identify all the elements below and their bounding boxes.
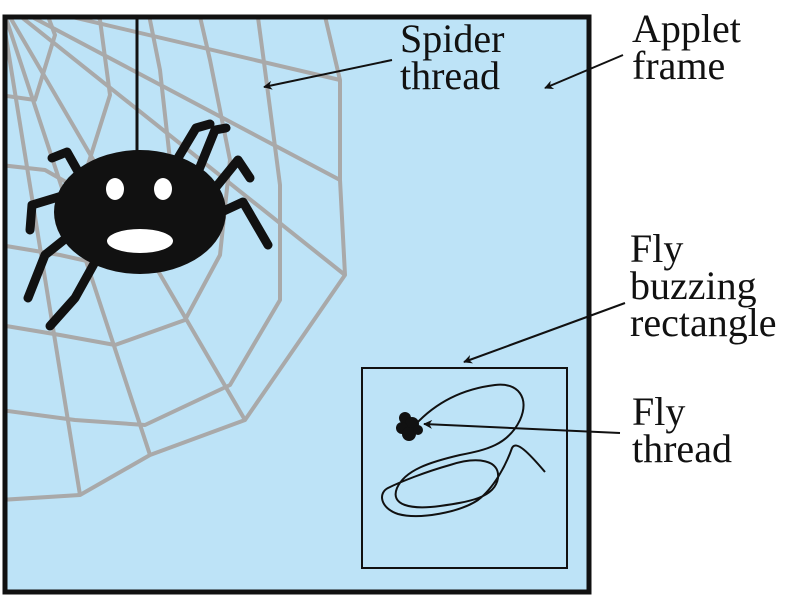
fly xyxy=(396,412,423,441)
fly-buzzing-rectangle-label-line3: rectangle xyxy=(630,300,777,345)
fly-flight-path xyxy=(381,383,546,517)
applet-frame-border xyxy=(2,14,592,595)
web-spoke-6 xyxy=(27,17,341,182)
spider-leg xyxy=(193,123,231,177)
spider-thread-label-line1: Spider xyxy=(400,16,505,61)
fly-part xyxy=(402,427,416,441)
applet-frame-label-line1: Applet xyxy=(632,6,741,51)
spider-body xyxy=(54,150,226,274)
spider-leg xyxy=(47,147,85,180)
fly-buzzing-rectangle-label: Fly buzzing rectangle xyxy=(630,226,777,345)
annotation-arrows xyxy=(263,54,626,434)
spider-leg xyxy=(25,190,70,235)
applet-frame-label: Applet frame xyxy=(632,6,741,88)
spider-leg xyxy=(23,230,75,303)
spider xyxy=(23,119,273,331)
fly-buzzing-rectangle-label-line2: buzzing xyxy=(630,263,757,308)
fly-thread-label-line2: thread xyxy=(632,426,732,471)
applet-frame-label-line2: frame xyxy=(632,43,726,88)
spider-web xyxy=(5,17,347,502)
fly-part xyxy=(413,425,423,435)
spider-legs xyxy=(23,119,273,331)
web-ring-2 xyxy=(5,17,112,192)
spider-mouth xyxy=(107,229,173,253)
applet-frame-arrow xyxy=(544,54,624,89)
web-ring-4 xyxy=(5,17,232,347)
fly-buzzing-rectangle xyxy=(361,367,568,569)
fly-buzzing-rectangle-arrow xyxy=(463,302,626,364)
spider-leg xyxy=(173,119,215,163)
spider-leg xyxy=(45,257,100,331)
spider-leg xyxy=(207,155,255,197)
fly-buzzing-rectangle-label-line1: Fly xyxy=(630,226,684,271)
spider-left-eye xyxy=(106,178,124,200)
spider-right-eye xyxy=(154,178,172,200)
web-spoke-2 xyxy=(5,18,82,496)
applet-frame-background xyxy=(5,17,589,592)
spider-thread-label: Spider thread xyxy=(400,16,505,98)
web-spoke-5 xyxy=(18,17,347,277)
spider-thread-arrow xyxy=(263,59,393,90)
spider-thread-label-line2: thread xyxy=(400,53,500,98)
web-spoke-7 xyxy=(63,17,341,82)
web-ring-6 xyxy=(5,17,347,502)
fly-thread-label-line1: Fly xyxy=(632,389,686,434)
fly-thread-arrow xyxy=(423,419,621,434)
fly-thread-label: Fly thread xyxy=(632,389,732,471)
